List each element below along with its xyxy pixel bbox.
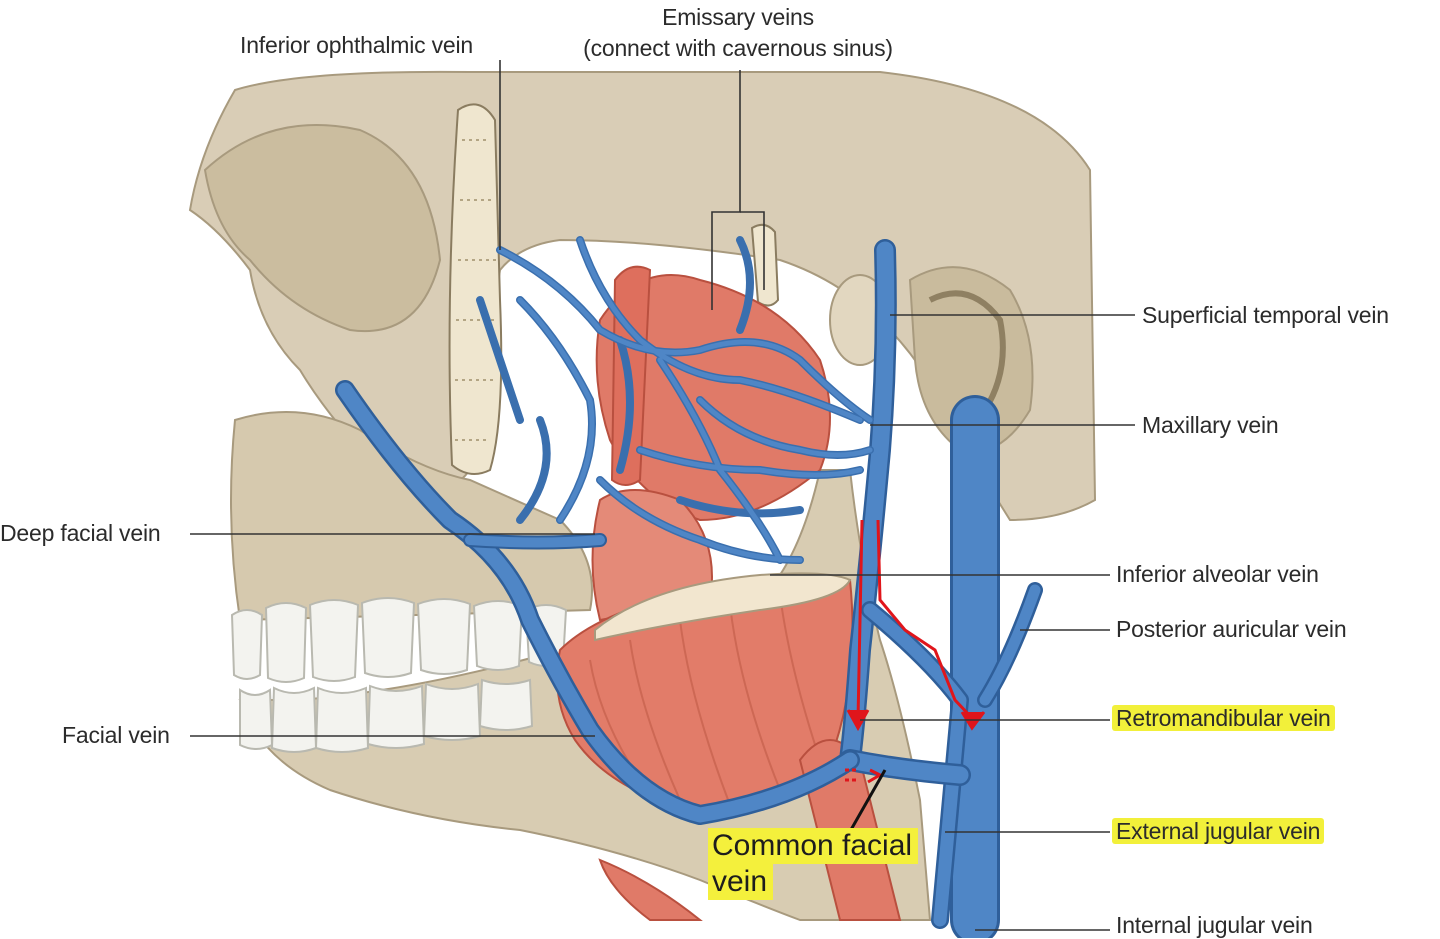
label-inferior-ophthalmic-vein: Inferior ophthalmic vein (240, 32, 473, 59)
label-maxillary-vein: Maxillary vein (1142, 412, 1279, 439)
label-external-jugular-vein: External jugular vein (1112, 818, 1324, 845)
label-inferior-alveolar-vein: Inferior alveolar vein (1116, 561, 1319, 588)
label-deep-facial-vein: Deep facial vein (0, 520, 160, 547)
bone-section-left (450, 104, 502, 474)
bone-section-right (752, 225, 778, 306)
label-facial-vein: Facial vein (62, 722, 170, 749)
label-common-facial-line2: vein (708, 864, 773, 900)
label-external-jugular-text: External jugular vein (1112, 818, 1324, 844)
label-common-facial-vein: Common facial vein (708, 828, 918, 900)
label-retromandibular-vein: Retromandibular vein (1112, 705, 1335, 732)
label-emissary-line2: (connect with cavernous sinus) (556, 33, 920, 64)
label-posterior-auricular-vein: Posterior auricular vein (1116, 616, 1346, 643)
label-emissary-line1: Emissary veins (556, 2, 920, 33)
label-retromandibular-text: Retromandibular vein (1112, 705, 1335, 731)
label-superficial-temporal-vein: Superficial temporal vein (1142, 302, 1389, 329)
label-emissary-veins: Emissary veins (connect with cavernous s… (556, 2, 920, 64)
label-internal-jugular-vein: Internal jugular vein (1116, 912, 1313, 939)
label-common-facial-line1: Common facial (708, 828, 918, 864)
